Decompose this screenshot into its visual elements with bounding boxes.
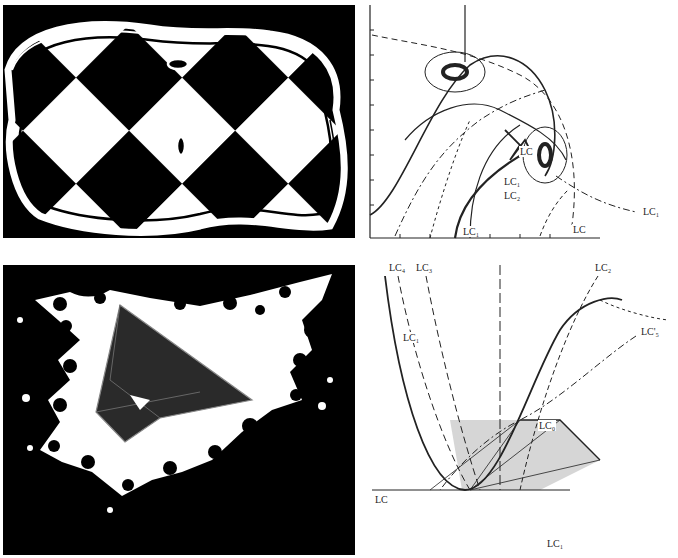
- curve-label: LC₂: [594, 262, 612, 273]
- curve-label: LC₁: [402, 332, 420, 343]
- curve-label: LC: [519, 146, 534, 157]
- curve-label: LC'₅: [640, 326, 660, 337]
- curve-label: LC₃: [415, 262, 433, 273]
- basin-panel: [3, 5, 355, 238]
- curve-label: LC: [374, 494, 389, 505]
- critical-curves-bottom: [372, 265, 668, 490]
- curve-label: LC₁: [503, 176, 521, 187]
- curve-label: LC₁: [642, 206, 660, 217]
- curve-label: LC: [572, 224, 587, 235]
- curve-label: LC₂: [503, 190, 521, 201]
- curve-label: LC₁: [462, 226, 480, 237]
- curve-label: LC₁: [546, 538, 564, 549]
- curve-label: LC₄: [388, 262, 406, 273]
- fractal-basin-panel: [3, 265, 355, 555]
- curve-label: LC₀: [538, 420, 556, 431]
- critical-curves-top: [370, 5, 636, 238]
